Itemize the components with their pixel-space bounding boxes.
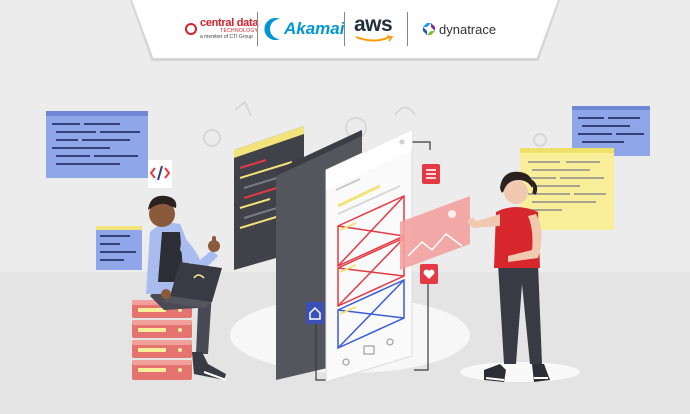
server-stack: [132, 300, 192, 380]
aws-logo: aws: [354, 8, 394, 50]
floor-spot: [460, 362, 580, 382]
akamai-name: Akamai: [284, 19, 345, 38]
logo-divider: [257, 12, 258, 46]
central-data-sub: TECHNOLOGY: [220, 28, 259, 34]
logo-banner: [132, 0, 558, 58]
akamai-logo: Akamai: [264, 8, 344, 50]
code-panel-blue-left: [46, 111, 148, 178]
logo-divider: [344, 12, 345, 46]
code-panel-yellow: [520, 148, 614, 230]
dynatrace-name: dynatrace: [439, 21, 497, 37]
central-data-logo: central data TECHNOLOGY a member of CTI …: [185, 8, 258, 50]
heart-icon: [420, 264, 438, 284]
floor-shadow: [230, 297, 470, 373]
connector-lines: [315, 141, 431, 381]
dynatrace-logo: dynatrace: [422, 8, 496, 50]
code-panel-dark: [234, 126, 304, 270]
home-icon: [306, 302, 324, 324]
background-doodles: [203, 100, 547, 147]
aws-name: aws: [354, 13, 393, 36]
phone-back-layer: [276, 130, 362, 380]
man-character: [146, 195, 227, 381]
laptop-icon: [162, 262, 222, 308]
dynatrace-mark-icon: [423, 23, 435, 35]
aws-smile-icon: [355, 35, 394, 42]
floating-image-card: [400, 196, 470, 270]
logo-divider: [407, 12, 408, 46]
menu-icon: [422, 164, 440, 184]
central-data-name: central data: [200, 17, 259, 29]
central-data-mark-icon: [185, 23, 197, 35]
code-panel-blue-small: [96, 226, 142, 270]
floor: [0, 272, 690, 414]
woman-character: [468, 171, 550, 382]
code-panel-blue-right: [572, 106, 650, 156]
central-data-tagline: a member of CTI Group: [200, 34, 253, 40]
phone-front-layer: [325, 129, 413, 383]
akamai-mark-icon: [264, 18, 280, 40]
code-icon: [148, 160, 172, 188]
